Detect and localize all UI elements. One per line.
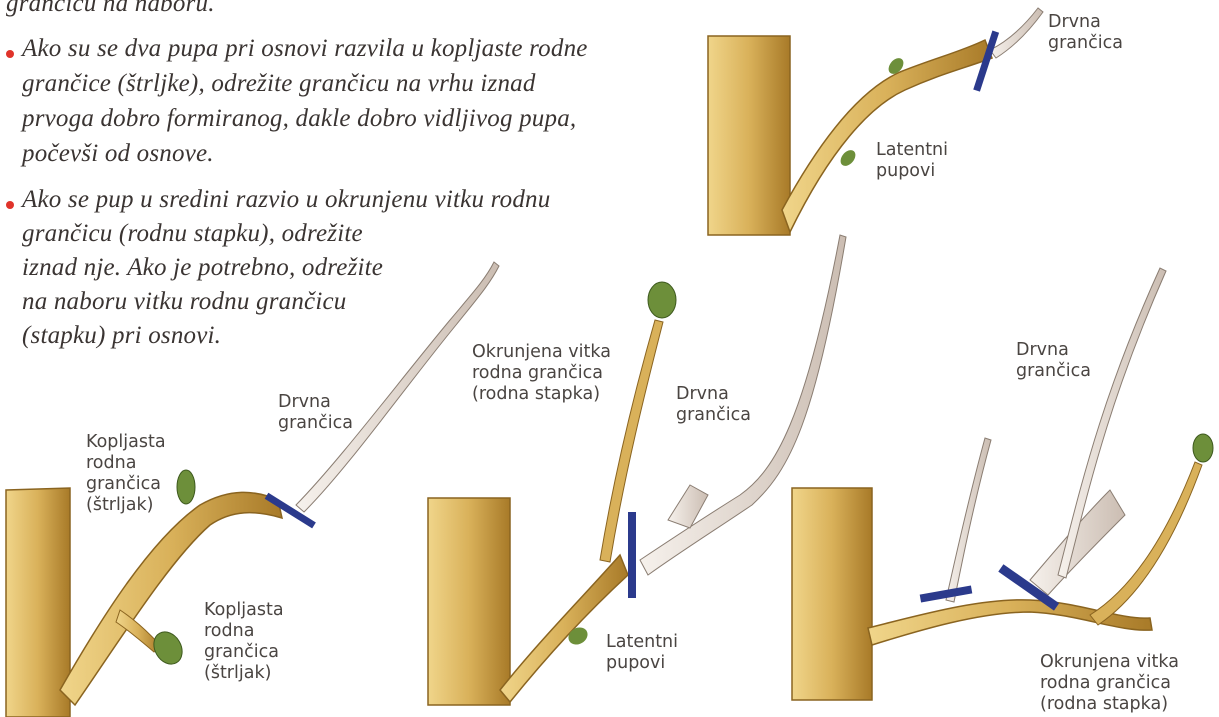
bullet bbox=[6, 201, 14, 209]
woody-twig bbox=[1058, 268, 1166, 578]
label-crowned-stalk: Okrunjena vitka rodna grančica (rodna st… bbox=[1040, 652, 1179, 715]
label-woody-twig: Drvna grančica bbox=[1048, 12, 1123, 54]
label-woody-twig: Drvna grančica bbox=[278, 392, 353, 434]
text-line: (stapku) pri osnovi. bbox=[22, 322, 221, 350]
illustration-top-right bbox=[708, 8, 1043, 235]
small-twig bbox=[946, 438, 991, 602]
text-line: iznad nje. Ako je potrebno, odrežite bbox=[22, 254, 383, 282]
label-latent-buds: Latentni pupovi bbox=[606, 632, 678, 674]
trunk bbox=[6, 488, 70, 717]
text-line: počevši od osnove. bbox=[22, 140, 214, 168]
slender-fruit-stalk bbox=[1090, 462, 1202, 625]
branch bbox=[500, 555, 628, 702]
trunk bbox=[792, 488, 872, 700]
cut-line bbox=[628, 512, 636, 598]
text-line: Ako su se dva pupa pri osnovi razvila u … bbox=[22, 35, 588, 63]
spur-bud-top bbox=[177, 470, 195, 504]
bullet bbox=[6, 50, 14, 58]
trunk bbox=[708, 36, 790, 235]
text-line: Ako se pup u sredini razvio u okrunjenu … bbox=[22, 186, 550, 214]
spur-bud-bottom bbox=[148, 627, 188, 669]
text-line: na naboru vitku rodnu grančicu bbox=[22, 288, 346, 316]
woody-branch bbox=[782, 40, 992, 232]
text-line: prvoga dobro formiranog, dakle dobro vid… bbox=[22, 105, 576, 133]
label-woody-twig: Drvna grančica bbox=[1016, 340, 1091, 382]
crowned-bud bbox=[1193, 434, 1213, 462]
illustration-right bbox=[792, 268, 1213, 700]
label-crowned-stalk: Okrunjena vitka rodna grančica (rodna st… bbox=[472, 342, 611, 405]
label-spur-bottom: Kopljasta rodna grančica (štrljak) bbox=[204, 600, 284, 684]
label-spur-top: Kopljasta rodna grančica (štrljak) bbox=[86, 432, 166, 516]
text-line: grančice (štrljke), odrežite grančicu na… bbox=[22, 70, 536, 98]
label-latent-buds: Latentni pupovi bbox=[876, 140, 948, 182]
trunk bbox=[428, 498, 510, 705]
crowned-bud bbox=[648, 282, 676, 318]
label-woody-twig: Drvna grančica bbox=[676, 384, 751, 426]
text-line: grančicu na naboru. bbox=[6, 0, 215, 18]
text-line: grančicu (rodnu stapku), odrežite bbox=[22, 220, 363, 248]
latent-bud bbox=[838, 147, 859, 169]
